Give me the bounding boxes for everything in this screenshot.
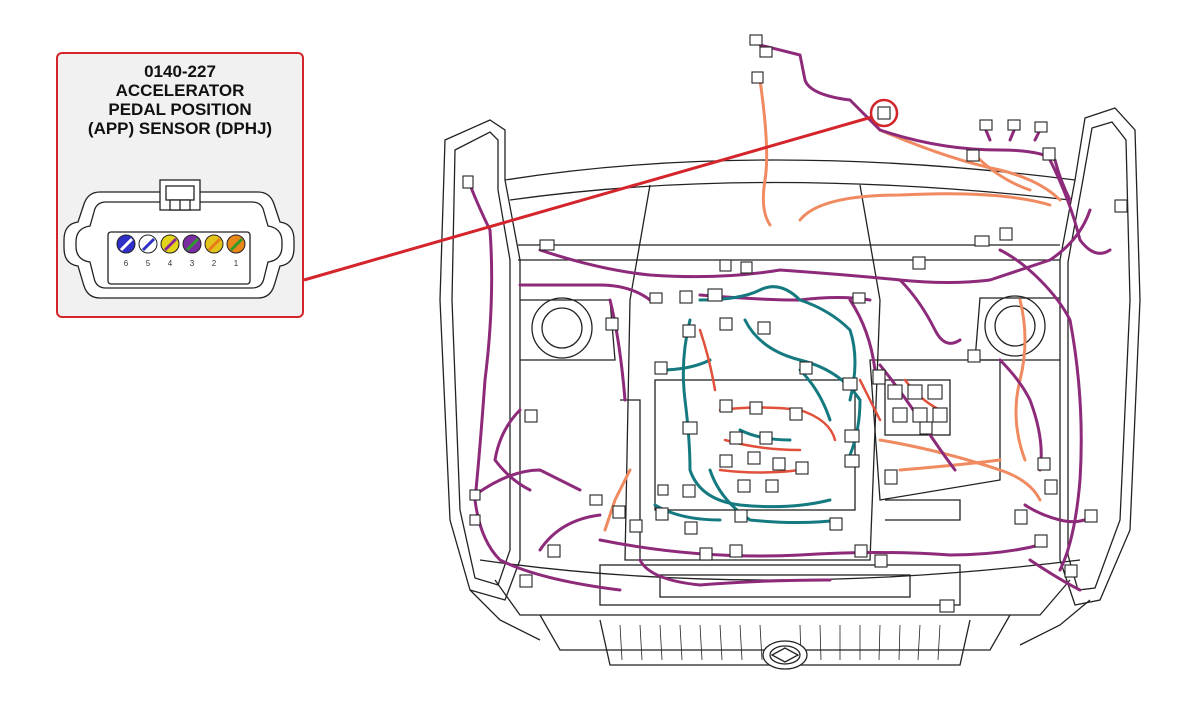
pin-number-label: 3 — [190, 259, 195, 268]
highlight-ring — [869, 98, 899, 128]
connector-name-line-1: ACCELERATOR — [115, 81, 245, 100]
pin-4-stripe — [163, 237, 178, 252]
connector-pins: 6 5 4 3 2 1 — [116, 234, 246, 268]
connector-callout: 0140-227 ACCELERATOR PEDAL POSITION (APP… — [56, 52, 304, 318]
pin-number-label: 5 — [146, 259, 151, 268]
pin-number-label: 4 — [168, 259, 173, 268]
connectors — [462, 34, 1128, 613]
connector-id: 0140-227 — [144, 62, 216, 81]
pin-number-label: 6 — [124, 259, 129, 268]
connector-face-drawing: 6 5 4 3 2 1 — [63, 179, 295, 299]
connector-name-line-2: PEDAL POSITION — [108, 100, 252, 119]
vehicle-outline — [439, 107, 1141, 670]
connector-name-line-3: (APP) SENSOR (DPHJ) — [87, 119, 273, 138]
app-sensor-connector — [877, 106, 891, 120]
pin-5-stripe — [141, 237, 156, 252]
injector-harness — [698, 328, 942, 474]
engine-harness — [653, 285, 862, 524]
pin-number-label: 2 — [212, 259, 217, 268]
pin-6-stripe — [119, 237, 134, 252]
pin-number-label: 1 — [234, 259, 239, 268]
pin-1-stripe — [229, 237, 244, 252]
pin-2-stripe — [207, 237, 222, 252]
sensor-harness — [603, 78, 1062, 532]
callout-pointer-line — [303, 115, 873, 282]
pin-3-stripe — [185, 237, 200, 252]
main-harness — [468, 43, 1112, 592]
connector-title: 0140-227 ACCELERATOR PEDAL POSITION (APP… — [58, 62, 302, 138]
